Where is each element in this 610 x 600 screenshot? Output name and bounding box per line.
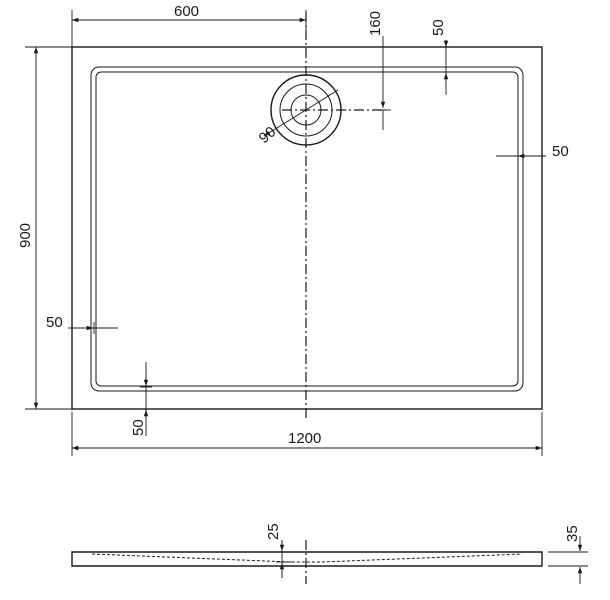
dim-50-bottom: 50	[130, 362, 152, 436]
dim-900: 900	[17, 46, 72, 410]
dim-600-label: 600	[174, 3, 199, 20]
dim-25: 25	[265, 523, 292, 578]
basin-slope	[91, 553, 523, 563]
basin-inner-edge	[95, 71, 519, 387]
dim-50-left: 50	[46, 314, 118, 334]
dim-160-label: 160	[367, 11, 384, 36]
tray-outline	[71, 46, 543, 410]
dim-50-right-label: 50	[552, 143, 569, 160]
basin-outer-edge	[90, 66, 524, 392]
dim-160: 160	[367, 11, 391, 130]
top-view: 600 160 50 90 50	[17, 3, 569, 456]
dim-50-right: 50	[496, 143, 569, 162]
dim-1200-label: 1200	[288, 430, 321, 447]
dim-35: 35	[548, 525, 588, 584]
dim-1200: 1200	[71, 412, 543, 456]
dim-50-bottom-label: 50	[130, 419, 147, 436]
dim-50-top-label: 50	[430, 19, 447, 36]
tray-profile	[71, 551, 543, 567]
dim-50-top: 50	[430, 19, 454, 95]
side-view: 25 35	[71, 523, 588, 584]
dim-600: 600	[71, 3, 307, 47]
dim-25-label: 25	[265, 523, 282, 540]
dim-900-label: 900	[17, 223, 34, 248]
dim-35-label: 35	[564, 525, 581, 542]
dim-50-left-label: 50	[46, 314, 63, 331]
